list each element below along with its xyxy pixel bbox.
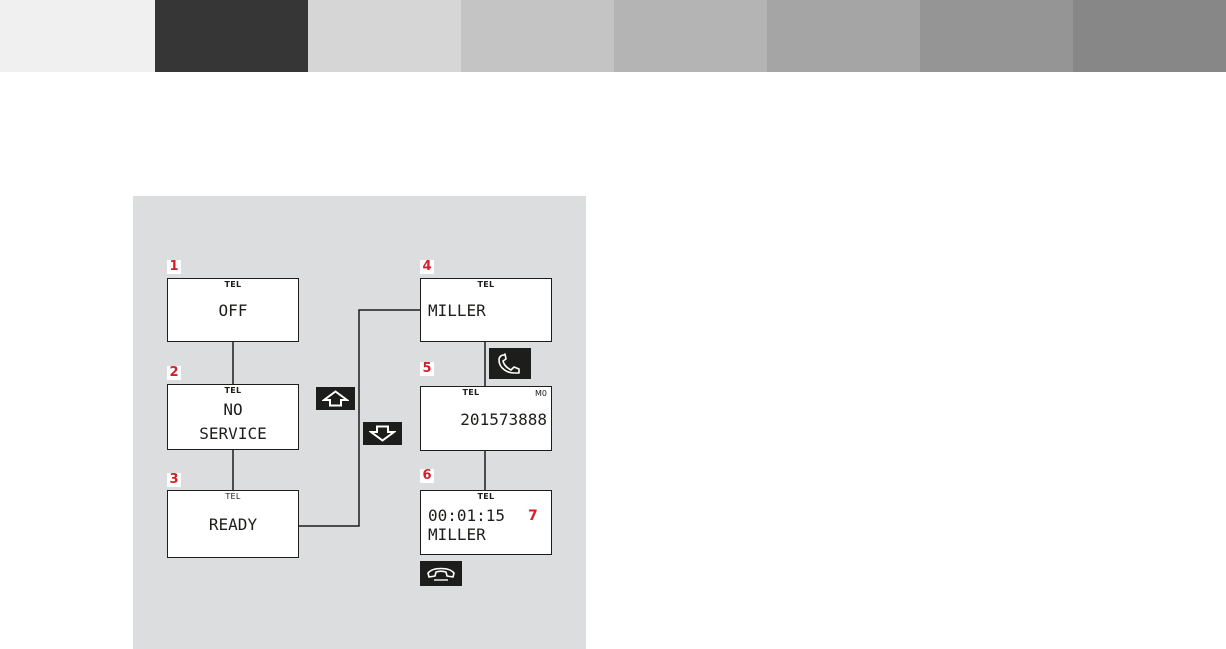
screen-no-service: TEL NO SERVICE xyxy=(167,384,299,450)
color-swatch-5 xyxy=(614,0,767,72)
screen-header: TEL xyxy=(477,280,495,289)
flow-connectors xyxy=(232,309,486,527)
screen-header: TEL xyxy=(224,280,242,289)
step-number-5: 5 xyxy=(420,362,434,376)
step-number-1: 1 xyxy=(167,260,181,274)
phone-pickup-icon xyxy=(489,348,531,379)
screen-text: 201573888 xyxy=(460,410,547,429)
color-swatch-3 xyxy=(308,0,461,72)
screen-text: OFF xyxy=(218,301,248,320)
phone-hangup-icon xyxy=(420,561,462,586)
connector-3-4 xyxy=(299,309,420,527)
color-strip xyxy=(0,0,1226,72)
screen-header: TEL xyxy=(225,492,241,501)
step-number-6: 6 xyxy=(420,469,434,483)
call-duration: 00:01:15 xyxy=(428,506,506,525)
step-number-4: 4 xyxy=(420,260,434,274)
screen-header: TEL xyxy=(462,388,480,397)
color-swatch-7 xyxy=(920,0,1073,72)
phone-menu-diagram: 1 TEL OFF 2 TEL NO SERVICE 3 TEL READY 4… xyxy=(133,196,586,649)
screen-text: NO xyxy=(223,400,243,419)
screen-contact-name: TEL MILLER xyxy=(420,278,552,342)
color-swatch-6 xyxy=(767,0,920,72)
color-swatch-8 xyxy=(1073,0,1226,72)
callout-number-7: 7 xyxy=(528,508,538,524)
screen-text: MILLER xyxy=(428,525,486,544)
color-swatch-2 xyxy=(155,0,308,72)
step-number-3: 3 xyxy=(167,473,181,487)
step-number-2: 2 xyxy=(167,366,181,380)
memory-indicator: M0 xyxy=(535,389,547,398)
arrow-up-icon xyxy=(316,387,355,410)
arrow-down-icon xyxy=(363,422,402,445)
screen-text: MILLER xyxy=(428,301,486,320)
screen-off: TEL OFF xyxy=(167,278,299,342)
screen-text: SERVICE xyxy=(199,424,267,443)
screen-header: TEL xyxy=(224,386,242,395)
screen-text: READY xyxy=(208,515,258,534)
screen-dialing-number: TEL M0 201573888 xyxy=(420,386,552,451)
color-swatch-1 xyxy=(0,0,155,72)
screen-header: TEL xyxy=(477,492,495,501)
color-swatch-4 xyxy=(461,0,614,72)
screen-ready: TEL READY xyxy=(167,490,299,558)
screen-active-call: TEL 00:01:15 7 MILLER xyxy=(420,490,552,555)
